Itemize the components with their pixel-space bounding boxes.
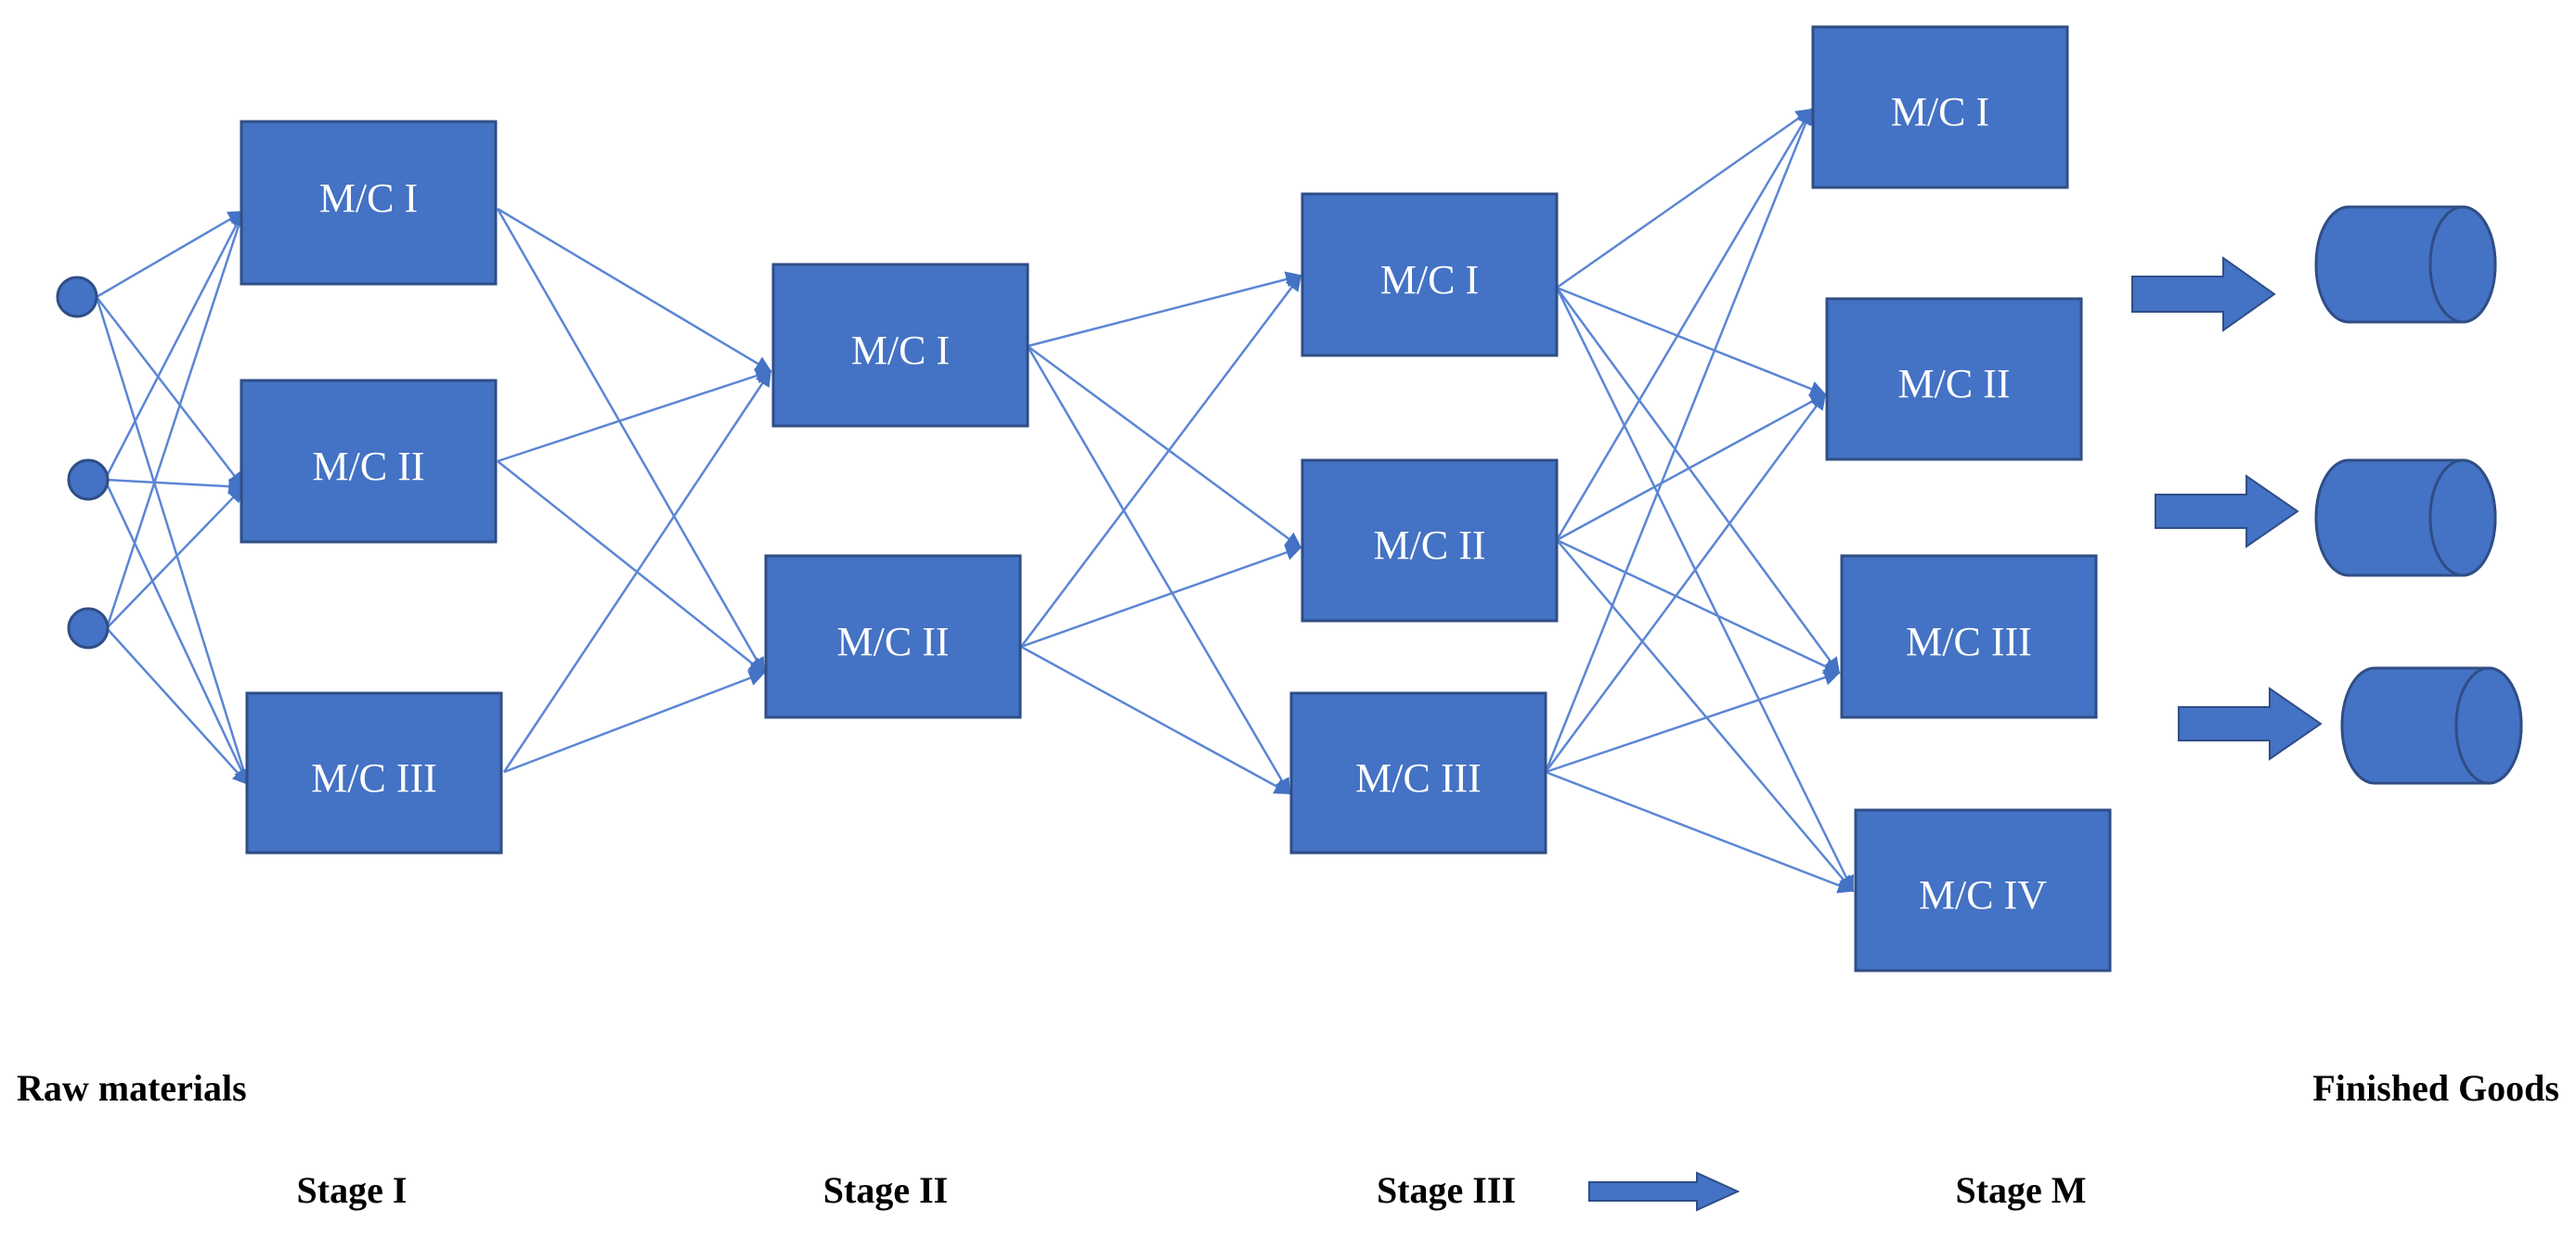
edge: [1544, 108, 1814, 773]
edge: [104, 478, 245, 495]
flow-edges: [95, 108, 1855, 894]
right-arrow-icon: [2178, 687, 2323, 761]
edge: [106, 627, 250, 786]
edge: [497, 367, 772, 463]
edge: [1555, 287, 1841, 675]
machine-label: M/C II: [1374, 522, 1486, 568]
edge: [1555, 108, 1813, 541]
finished-goods-label: Finished Goods: [2312, 1067, 2559, 1109]
machine-label: M/C III: [1906, 619, 2032, 664]
machine-box-stage2-2: M/C II: [764, 554, 1022, 719]
machine-label: M/C I: [1380, 257, 1479, 303]
edge: [96, 210, 245, 299]
edge: [1020, 645, 1291, 795]
edge: [1556, 286, 1827, 397]
machine-label: M/C II: [1898, 361, 2011, 406]
edge: [1545, 669, 1841, 774]
edge: [105, 210, 247, 629]
stage-2-label: Stage II: [823, 1169, 948, 1211]
stage-3-label: Stage III: [1377, 1169, 1516, 1211]
right-arrow-icon: [1588, 1171, 1741, 1212]
raw-material-nodes: [56, 276, 110, 650]
stage-1-label: Stage I: [297, 1169, 408, 1211]
machine-box-stageM-3: M/C III: [1840, 554, 2098, 719]
finished-goods-cylinders: [2314, 205, 2523, 785]
machine-box-stage1-3: M/C III: [245, 691, 503, 855]
machine-label: M/C I: [319, 175, 418, 221]
edge: [103, 210, 245, 481]
machine-box-stage3-1: M/C I: [1301, 192, 1559, 357]
right-arrow-icon: [2155, 474, 2299, 548]
machine-boxes: M/C I M/C II M/C III M/C I M/C II M/C I …: [239, 25, 2112, 972]
raw-materials-label: Raw materials: [17, 1067, 247, 1109]
cylinder-icon: [2340, 666, 2523, 785]
right-arrow-icon: [2131, 256, 2276, 332]
machine-label: M/C III: [1355, 755, 1482, 801]
edge: [96, 296, 245, 489]
edge: [95, 296, 252, 786]
edge: [497, 207, 772, 373]
edge: [497, 460, 766, 675]
machine-box-stage1-2: M/C II: [239, 379, 498, 544]
edge: [106, 485, 245, 629]
edge: [1556, 108, 1813, 290]
edge: [503, 670, 766, 774]
machine-label: M/C IV: [1919, 872, 2047, 918]
edge: [1026, 345, 1291, 795]
machine-box-stageM-4: M/C IV: [1854, 808, 2112, 972]
edge: [1027, 271, 1302, 348]
edge: [1020, 545, 1302, 649]
raw-material-node: [67, 458, 110, 501]
edge: [1556, 539, 1855, 893]
cylinder-icon: [2314, 458, 2497, 577]
machine-box-stage2-1: M/C I: [771, 263, 1029, 428]
machine-label: M/C I: [851, 328, 950, 373]
edge: [1556, 538, 1841, 675]
machine-label: M/C I: [1891, 89, 1989, 135]
machine-label: M/C II: [313, 444, 425, 489]
raw-material-node: [56, 276, 98, 318]
edge: [502, 369, 772, 773]
machine-box-stageM-1: M/C I: [1811, 25, 2069, 189]
edge: [496, 208, 766, 675]
output-arrows: [2131, 256, 2323, 761]
machine-box-stage3-3: M/C III: [1289, 691, 1547, 855]
stage-m-label: Stage M: [1955, 1169, 2086, 1211]
cylinder-icon: [2314, 205, 2497, 324]
machine-box-stageM-2: M/C II: [1825, 297, 2083, 461]
edge: [1020, 274, 1302, 648]
edge: [1027, 344, 1302, 549]
edge: [1555, 287, 1855, 893]
machine-label: M/C III: [311, 755, 437, 801]
machine-box-stage3-2: M/C II: [1301, 458, 1559, 623]
edge: [1556, 393, 1827, 542]
edge: [103, 479, 250, 786]
raw-material-node: [67, 607, 110, 650]
machine-box-stage1-1: M/C I: [239, 120, 498, 286]
machine-label: M/C II: [837, 619, 950, 664]
edge: [1545, 770, 1855, 894]
edge: [1544, 393, 1827, 773]
